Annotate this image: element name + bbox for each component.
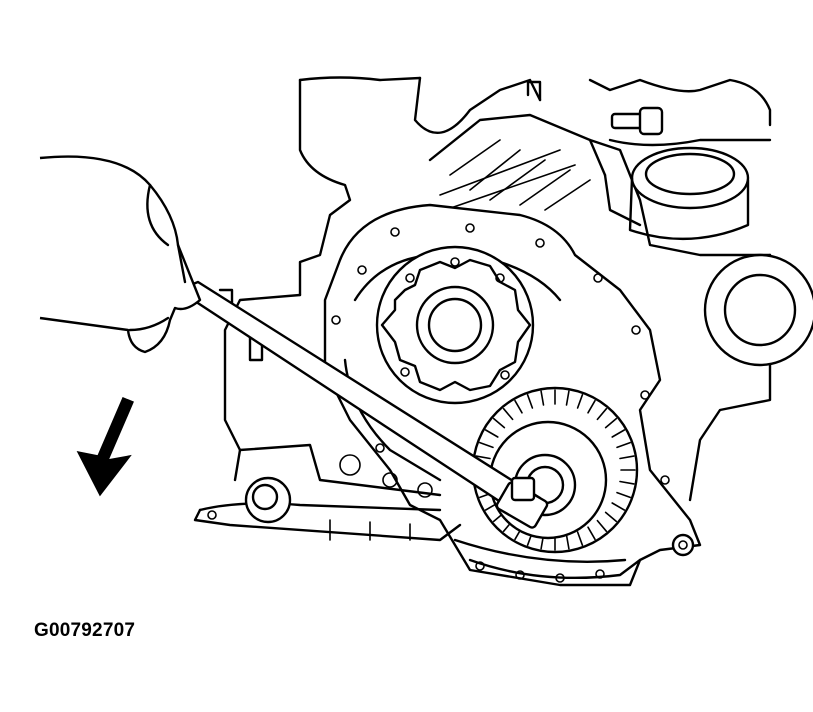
sprocket-tooth — [604, 417, 618, 429]
sprocket-tooth — [478, 441, 494, 449]
sprocket-tooth — [576, 393, 584, 409]
arrow-down-left-icon — [76, 397, 134, 497]
sprocket-tooth — [596, 519, 608, 533]
oil-seal-housing — [628, 146, 750, 241]
sprocket-tooth — [565, 534, 570, 550]
sprocket-tooth — [587, 526, 596, 541]
camshaft-sprocket — [375, 245, 535, 405]
sprocket-tooth — [619, 480, 635, 485]
sprocket-tooth — [526, 393, 534, 409]
sprocket-tooth — [611, 429, 626, 438]
sprocket-tooth — [587, 399, 596, 414]
sprocket-tooth — [616, 441, 632, 449]
sprocket-tooth — [484, 429, 499, 438]
figure-id-label: G00792707 — [34, 620, 136, 641]
right-bolt — [671, 533, 695, 557]
sprocket-tooth — [565, 390, 570, 406]
sprocket-tooth — [540, 390, 545, 406]
sprocket-tooth — [619, 455, 635, 460]
sprocket-tooth — [475, 455, 491, 460]
sprocket-tooth — [596, 407, 608, 421]
right-cover-boss — [703, 253, 813, 367]
sprocket-tooth — [514, 399, 523, 414]
top-bolt — [526, 80, 664, 136]
sprocket-tooth — [616, 491, 632, 499]
timing-chain — [453, 538, 642, 583]
technician-hand — [39, 155, 202, 354]
sprocket-tooth — [604, 511, 618, 523]
sprocket-tooth — [502, 407, 514, 421]
sprocket-tooth — [611, 502, 626, 511]
engine-illustration — [39, 76, 813, 587]
sprocket-tooth — [492, 417, 506, 429]
sprocket-tooth — [576, 531, 584, 547]
lower-housing — [193, 288, 462, 542]
